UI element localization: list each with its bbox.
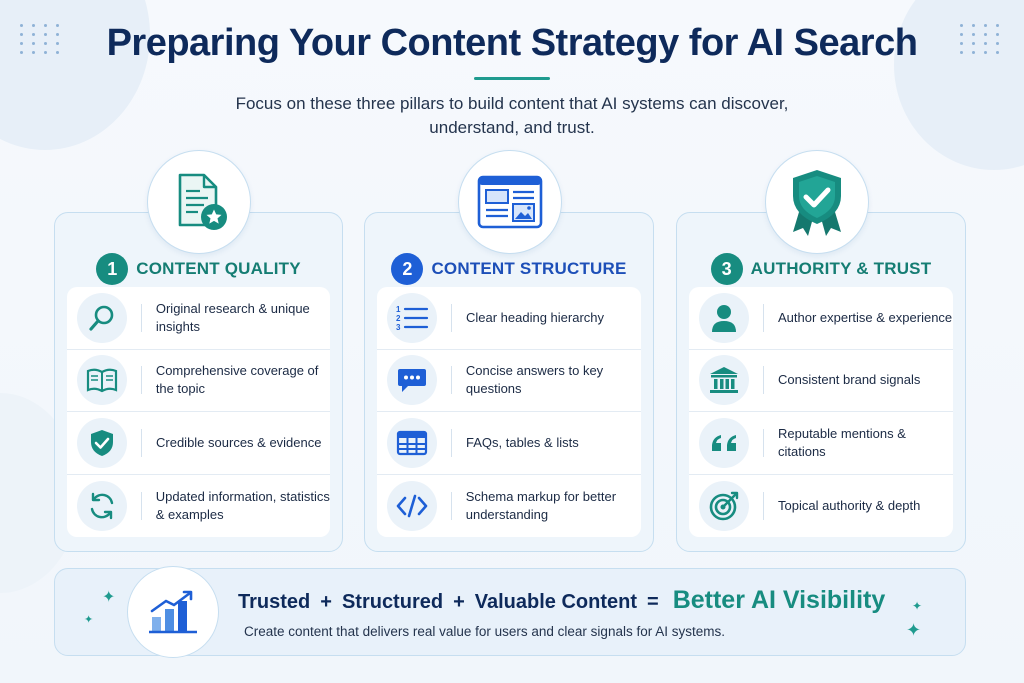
divider (141, 491, 142, 520)
item-text: Original research & unique insights (155, 300, 310, 334)
sparkle-icon: ✦ (102, 589, 116, 606)
pillar-list: Original research & unique insights Comp… (67, 287, 330, 537)
sparkle-icon: ✦ (912, 599, 923, 613)
divider (451, 428, 452, 457)
pillar-header: 2 CONTENT STRUCTURE (365, 253, 653, 285)
magnifier-icon (77, 292, 127, 343)
code-icon (387, 480, 437, 531)
divider (141, 303, 142, 332)
item-text: Clear heading hierarchy (466, 309, 605, 325)
item-text: Reputable mentions & citations (777, 425, 906, 459)
divider (451, 366, 452, 395)
sparkle-icon: ✦ (84, 614, 94, 626)
title-underline (474, 77, 550, 80)
divider (141, 366, 142, 395)
pillar-heading: AUTHORITY & TRUST (750, 259, 932, 278)
equals-sign: = (647, 591, 659, 613)
svg-text:3: 3 (396, 323, 401, 332)
target-icon (699, 480, 749, 531)
person-icon (699, 292, 749, 343)
item-text: Author expertise & experience (778, 309, 953, 325)
pillar-number: 2 (391, 253, 424, 285)
formula-term: Structured (341, 591, 444, 613)
divider (451, 303, 452, 332)
list-item: Concise answers to key questions (377, 350, 641, 412)
svg-text:2: 2 (396, 314, 401, 323)
divider (763, 428, 764, 457)
item-text: Topical authority & depth (778, 497, 921, 513)
formula-result: Better AI Visibility (672, 586, 886, 614)
plus-sign: + (453, 591, 465, 613)
quote-icon (699, 417, 749, 468)
summary-formula: Trusted + Structured + Valuable Content … (238, 586, 885, 615)
item-text: Updated information, statistics & exampl… (155, 488, 330, 522)
book-icon (77, 355, 127, 406)
refresh-icon (77, 480, 127, 531)
divider (451, 491, 452, 520)
item-text: Schema markup for better understanding (465, 488, 617, 522)
pillar-card-authority-trust: 3 AUTHORITY & TRUST Author expertise & e… (676, 212, 966, 552)
formula-term: Valuable Content (474, 591, 637, 613)
pillar-header: 1 CONTENT QUALITY (55, 253, 342, 285)
plus-sign: + (320, 591, 332, 613)
webpage-layout-icon (458, 150, 562, 254)
list-item: Author expertise & experience (689, 287, 953, 350)
pillar-header: 3 AUTHORITY & TRUST (677, 253, 965, 285)
page-subtitle: Focus on these three pillars to build co… (235, 94, 789, 137)
list-item: Updated information, statistics & exampl… (67, 475, 330, 538)
divider (141, 428, 142, 457)
list-item: Original research & unique insights (67, 287, 330, 350)
list-item: Credible sources & evidence (67, 412, 330, 475)
list-item: FAQs, tables & lists (377, 412, 641, 475)
list-item: Reputable mentions & citations (689, 412, 953, 475)
document-star-icon (147, 150, 251, 254)
summary-tagline: Create content that delivers real value … (244, 624, 725, 639)
pillar-card-content-quality: 1 CONTENT QUALITY Original research & un… (54, 212, 343, 552)
pillar-heading: CONTENT QUALITY (136, 259, 301, 278)
growth-chart-icon (127, 566, 219, 658)
table-icon (387, 417, 437, 468)
dot-pattern (960, 24, 1002, 54)
sparkle-icon: ✦ (906, 620, 922, 640)
list-item: Comprehensive coverage of the topic (67, 350, 330, 412)
item-text: Concise answers to key questions (465, 363, 604, 397)
institution-icon (699, 355, 749, 406)
page-title: Preparing Your Content Strategy for AI S… (106, 22, 918, 64)
list-item: Consistent brand signals (689, 350, 953, 412)
divider (763, 491, 764, 520)
chat-bubble-icon (387, 355, 437, 406)
item-text: Credible sources & evidence (156, 434, 322, 450)
item-text: Consistent brand signals (778, 372, 921, 388)
dot-pattern (20, 24, 62, 54)
divider (763, 366, 764, 395)
divider (763, 303, 764, 332)
pillar-heading: CONTENT STRUCTURE (431, 259, 627, 278)
item-text: Comprehensive coverage of the topic (155, 363, 319, 397)
pillar-number: 3 (710, 253, 743, 285)
pillar-list: Author expertise & experience Consistent… (689, 287, 953, 537)
shield-check-icon (77, 417, 127, 468)
formula-term: Trusted (238, 591, 311, 613)
svg-text:1: 1 (396, 305, 401, 314)
list-item: Schema markup for better understanding (377, 475, 641, 538)
badge-check-icon (765, 150, 869, 254)
list-item: Topical authority & depth (689, 475, 953, 538)
pillar-number: 1 (96, 253, 129, 285)
item-text: FAQs, tables & lists (466, 434, 579, 450)
